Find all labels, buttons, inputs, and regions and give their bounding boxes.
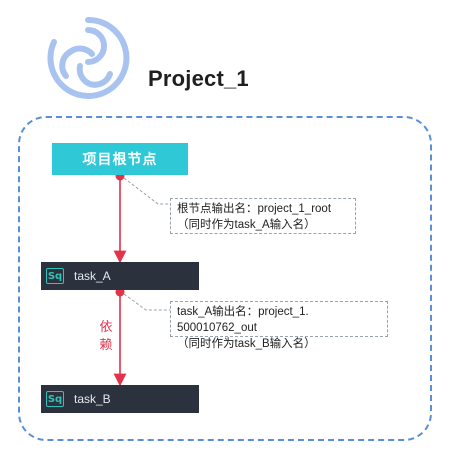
root-node[interactable]: 项目根节点 <box>52 143 188 175</box>
swirl-logo-icon <box>47 16 130 99</box>
task-a-output-note: task_A输出名：project_1. 500010762_out （同时作为… <box>170 301 388 350</box>
dependency-char-1: 依 <box>99 319 113 334</box>
sql-icon: Sq <box>46 391 64 407</box>
project-title: Project_1 <box>148 66 249 91</box>
sql-icon: Sq <box>46 268 64 284</box>
note-2-leader <box>123 293 170 311</box>
task-node-a[interactable]: Sq task_A <box>41 262 199 290</box>
project-container <box>18 116 432 441</box>
note-2-line-2: （同时作为task_B输入名） <box>177 338 316 350</box>
task-node-b[interactable]: Sq task_B <box>41 385 199 413</box>
root-output-note: 根节点输出名：project_1_root （同时作为task_A输入名） <box>170 198 356 234</box>
note-1-line-1: 根节点输出名：project_1_root <box>177 203 332 215</box>
logo <box>40 10 136 106</box>
note-2-line-1: task_A输出名：project_1. 500010762_out <box>177 306 309 334</box>
task-b-label: task_B <box>74 392 111 406</box>
dependency-char-2: 赖 <box>99 337 113 352</box>
note-1-line-2: （同时作为task_A输入名） <box>177 219 316 231</box>
dependency-label: 依 赖 <box>98 318 114 354</box>
root-node-label: 项目根节点 <box>82 151 158 167</box>
task-a-label: task_A <box>74 269 111 283</box>
note-1-leader <box>123 177 170 205</box>
